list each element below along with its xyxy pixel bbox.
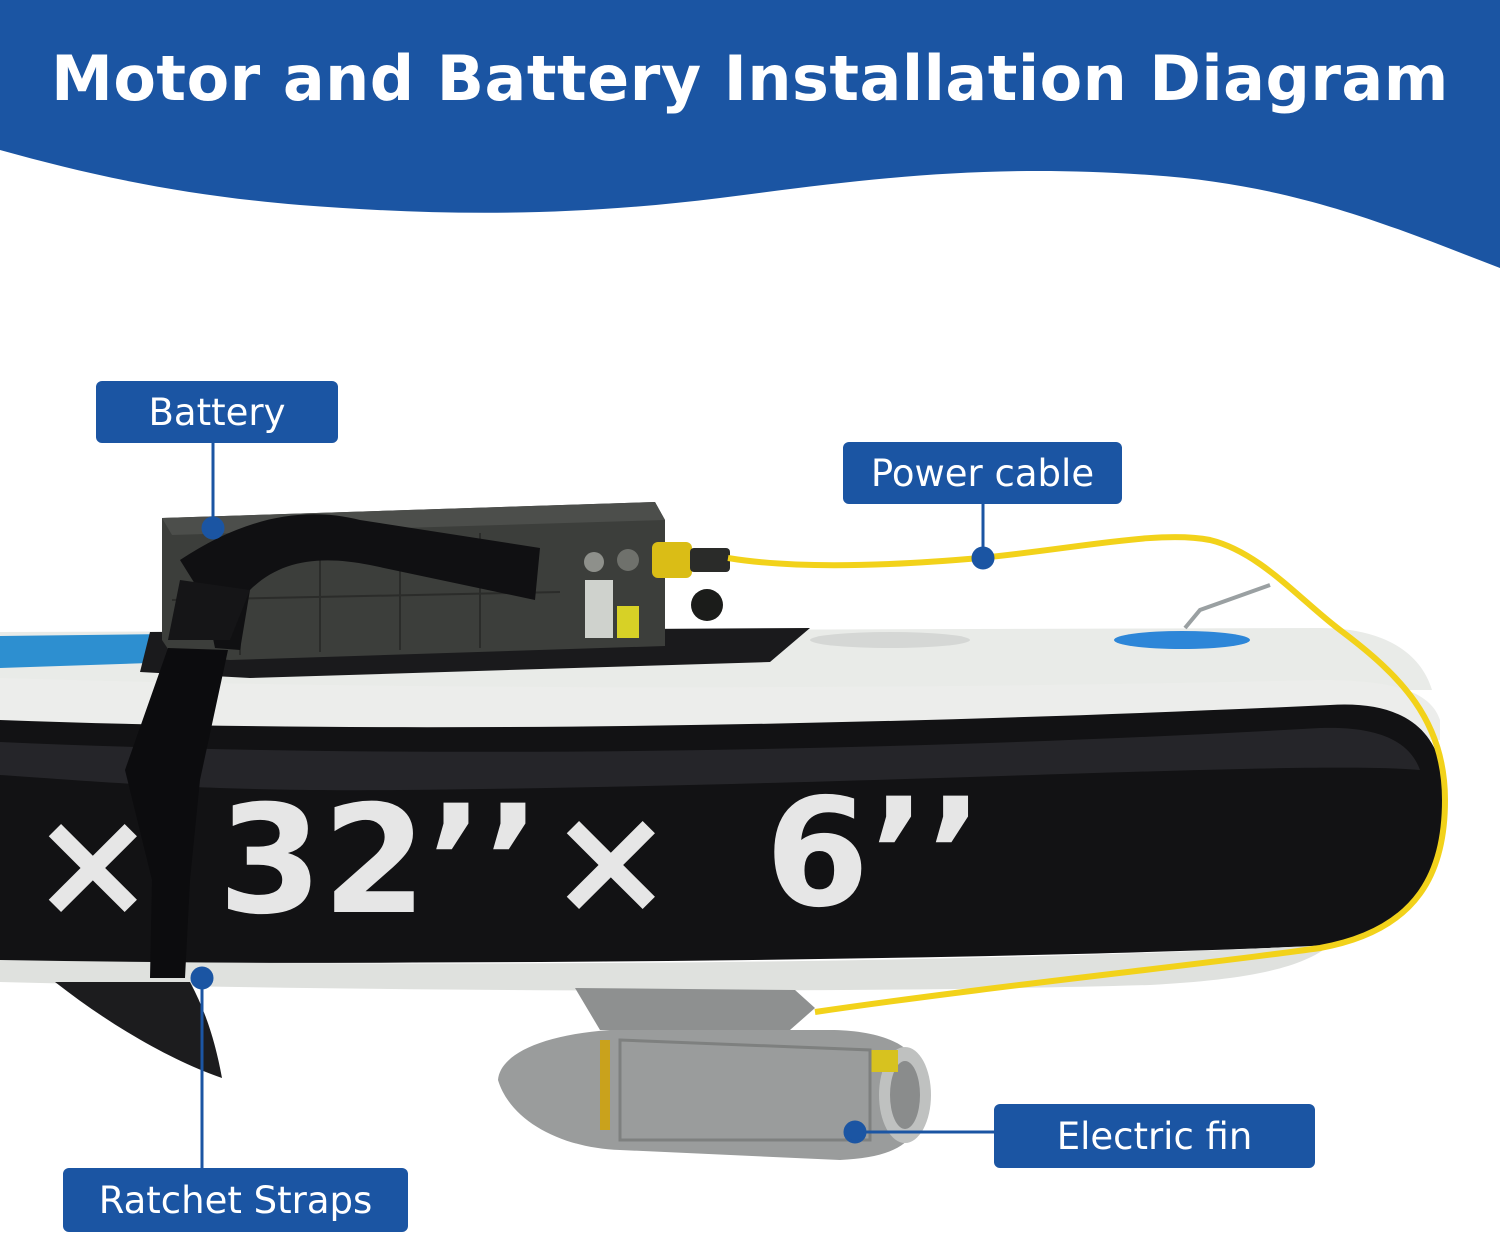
power-cable-callout: Power cable	[843, 442, 1122, 504]
cable-connector	[652, 542, 730, 621]
deck-valve	[1114, 631, 1250, 649]
electric-fin-callout: Electric fin	[994, 1104, 1315, 1168]
header-banner	[0, 0, 1500, 268]
deck-logo-patch	[810, 632, 970, 648]
dim-6: 6’’	[765, 767, 983, 941]
dim-times-2: ×	[548, 774, 674, 948]
battery-strap	[180, 514, 540, 650]
board-blue-stripe	[0, 634, 180, 668]
ratchet-straps-callout: Ratchet Straps	[63, 1168, 408, 1232]
dim-32: 32’’	[218, 774, 541, 948]
diagram-title: Motor and Battery Installation Diagram	[51, 42, 1449, 115]
leader-lines	[190, 443, 995, 1168]
battery-callout: Battery	[96, 381, 338, 443]
rail-highlight	[0, 727, 1420, 791]
board-bottom	[0, 945, 1330, 991]
ratchet-strap-band	[125, 648, 228, 978]
rear-fin	[55, 982, 222, 1078]
electric-fin-motor	[498, 988, 931, 1160]
